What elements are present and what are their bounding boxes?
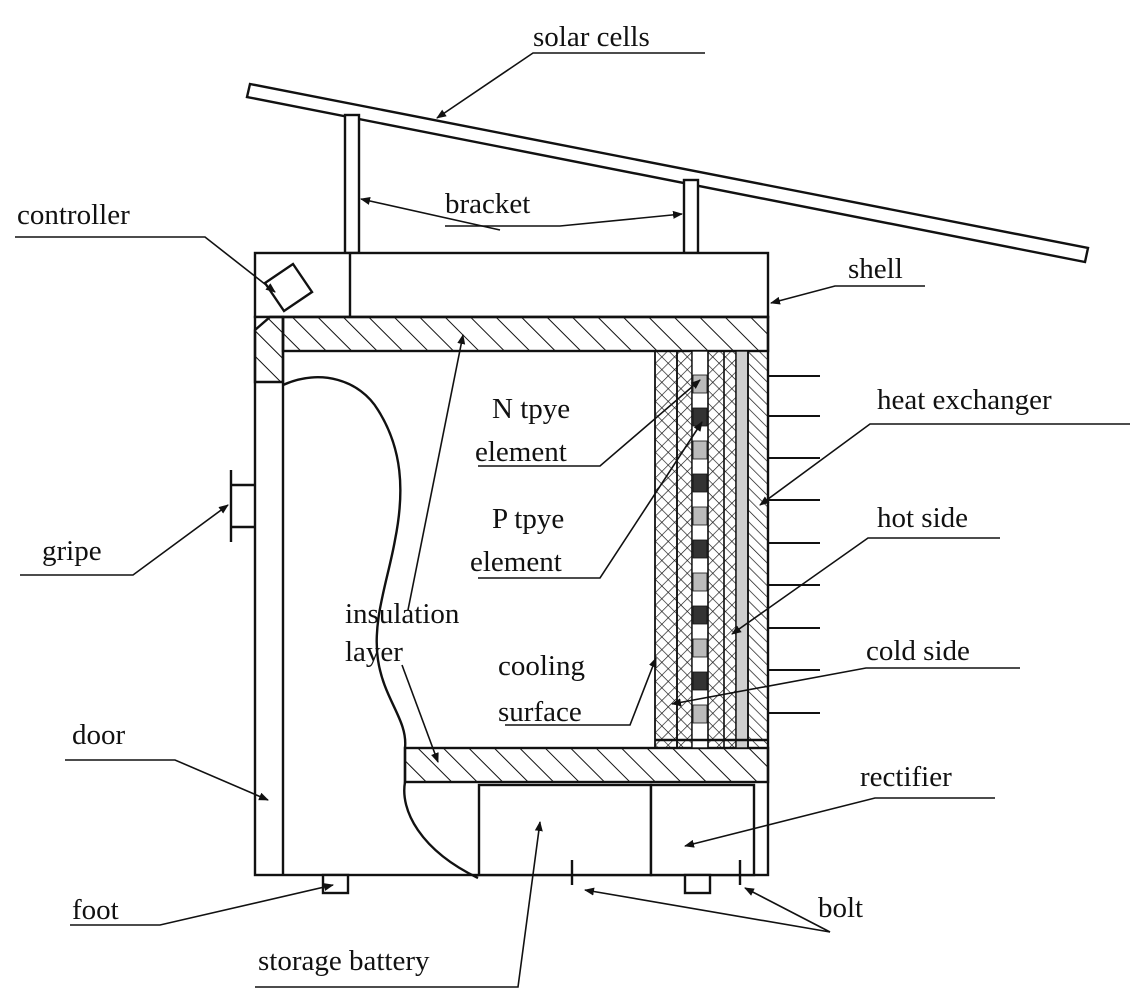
feet [321, 873, 712, 895]
label-bolt: bolt [818, 892, 863, 924]
bracket-posts [343, 113, 700, 255]
solar-panel [245, 82, 1090, 264]
bottom-insulation-layer [403, 746, 770, 784]
cutaway-line [282, 376, 479, 880]
n-type-element [692, 638, 708, 658]
label-door: door [72, 719, 126, 751]
p-type-element [692, 605, 708, 625]
label-solar-cells: solar cells [533, 21, 650, 53]
label-n-type-line2: element [475, 436, 567, 468]
label-foot: foot [72, 894, 119, 926]
n-type-element [692, 572, 708, 592]
label-controller: controller [17, 199, 130, 231]
labels: solar cells bracket controller shell hea… [17, 21, 1052, 977]
leader-lines [15, 52, 1130, 988]
label-p-type-line1: P tpye [492, 503, 564, 535]
controller-box [263, 262, 314, 313]
p-type-element [692, 407, 708, 427]
top-compartment [253, 251, 770, 319]
label-insulation-line2: layer [345, 636, 403, 668]
label-hot-side: hot side [877, 502, 968, 534]
label-gripe: gripe [42, 535, 102, 567]
door-hinge-hatch [253, 315, 285, 384]
label-heat-exchanger: heat exchanger [877, 384, 1052, 416]
p-type-element [692, 473, 708, 493]
n-type-element [692, 506, 708, 526]
label-cooling-line2: surface [498, 696, 582, 728]
bolts [570, 860, 742, 885]
label-cold-side: cold side [866, 635, 970, 667]
label-rectifier: rectifier [860, 761, 952, 793]
label-insulation-line1: insulation [345, 598, 460, 630]
gripe-handle [229, 470, 255, 542]
thermoelectric-module [654, 350, 820, 749]
label-p-type-line2: element [470, 546, 562, 578]
p-type-element [692, 671, 708, 691]
top-insulation-layer [281, 315, 770, 353]
bottom-compartments [477, 783, 756, 877]
n-type-element [692, 440, 708, 460]
label-shell: shell [848, 253, 903, 285]
label-n-type-line1: N tpye [492, 393, 570, 425]
n-type-element [692, 704, 708, 724]
label-storage-battery: storage battery [258, 945, 430, 977]
label-bracket: bracket [445, 188, 530, 220]
label-cooling-line1: cooling [498, 650, 585, 682]
p-type-element [692, 539, 708, 559]
